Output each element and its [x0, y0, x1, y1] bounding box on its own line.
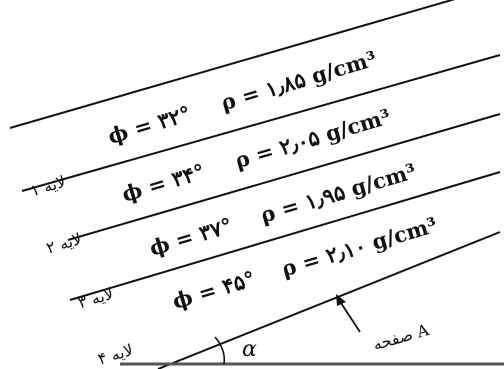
boundary-line-4: [69, 171, 501, 301]
layer-3-label: لایه ۳: [76, 284, 116, 312]
layer-2-label: لایه ۲: [44, 229, 84, 257]
plane-a-line: [157, 231, 501, 369]
angle-arc: [214, 336, 226, 365]
plane-a-arrow: [336, 294, 361, 333]
layer-1-label: لایه ۱: [28, 172, 68, 200]
boundary-line-3: [67, 113, 501, 241]
layer-2-rho: ρ = ۲٫۰۵ g/cm³: [232, 104, 393, 174]
layer-4-phi: ϕ = ۴۵°: [169, 266, 258, 314]
layer-2-phi: ϕ = ۳۴°: [119, 159, 208, 207]
layer-3-phi: ϕ = ۳۷°: [146, 213, 235, 261]
layer-1-rho: ρ = ۱٫۸۵ g/cm³: [218, 46, 379, 116]
layer-4-rho: ρ = ۲٫۱۰ g/cm³: [279, 212, 440, 282]
boundary-line-1: [9, 0, 456, 129]
layer-boundaries: [9, 0, 501, 369]
plane-a-label: صفحه A: [371, 320, 432, 354]
boundary-line-2: [21, 54, 501, 192]
layer-1-phi: ϕ = ۳۲°: [105, 101, 194, 149]
layer-3-rho: ρ = ۱٫۹۵ g/cm³: [258, 158, 419, 228]
angle-alpha-label: α: [242, 337, 257, 362]
